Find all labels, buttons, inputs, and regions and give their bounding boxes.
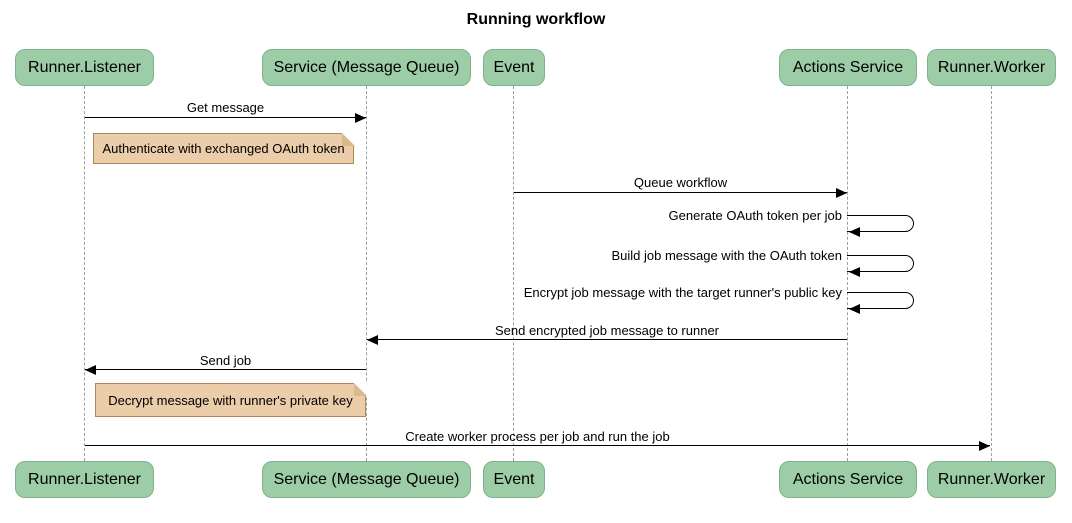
lifeline-runner-worker <box>991 86 992 461</box>
note-authenticate-label: Authenticate with exchanged OAuth token <box>102 141 345 156</box>
arrowhead-left-icon <box>849 267 860 277</box>
actor-bottom-service-message-queue: Service (Message Queue) <box>262 461 471 498</box>
arrowhead-right-icon <box>355 113 366 123</box>
actor-bottom-event: Event <box>483 461 545 498</box>
message-create-worker-line <box>85 445 990 446</box>
message-build-job-label: Build job message with the OAuth token <box>611 248 842 263</box>
note-authenticate: Authenticate with exchanged OAuth token <box>93 132 355 164</box>
message-create-worker-label: Create worker process per job and run th… <box>405 429 670 444</box>
message-generate-oauth-self-loop <box>847 215 914 232</box>
actor-top-actions-service: Actions Service <box>779 49 917 86</box>
message-send-encrypted-line <box>367 339 847 340</box>
message-get-message-label: Get message <box>186 100 265 115</box>
actor-bottom-actions-service: Actions Service <box>779 461 917 498</box>
lifeline-actions-service <box>847 86 848 461</box>
message-send-encrypted-label: Send encrypted job message to runner <box>494 323 720 338</box>
message-send-job-label: Send job <box>199 353 252 368</box>
message-send-job-line <box>85 369 366 370</box>
arrowhead-left-icon <box>849 227 860 237</box>
message-get-message-line <box>85 117 366 118</box>
arrowhead-left-icon <box>849 304 860 314</box>
actor-top-runner-worker: Runner.Worker <box>927 49 1056 86</box>
diagram-title: Running workflow <box>466 11 606 28</box>
arrowhead-right-icon <box>979 441 990 451</box>
message-queue-workflow-label: Queue workflow <box>633 175 728 190</box>
actor-top-event: Event <box>483 49 545 86</box>
lifeline-runner-listener <box>84 86 85 461</box>
actor-top-service-message-queue: Service (Message Queue) <box>262 49 471 86</box>
note-fold-corner-icon <box>353 382 367 396</box>
message-build-job-self-loop <box>847 255 914 272</box>
arrowhead-right-icon <box>836 188 847 198</box>
message-queue-workflow-line <box>514 192 847 193</box>
arrowhead-left-icon <box>367 335 378 345</box>
note-fold-corner-icon <box>341 132 355 146</box>
note-decrypt: Decrypt message with runner's private ke… <box>95 382 367 417</box>
arrowhead-left-icon <box>85 365 96 375</box>
actor-bottom-runner-worker: Runner.Worker <box>927 461 1056 498</box>
actor-bottom-runner-listener: Runner.Listener <box>15 461 154 498</box>
message-encrypt-job-label: Encrypt job message with the target runn… <box>523 285 842 300</box>
lifeline-service-message-queue <box>366 86 367 461</box>
note-decrypt-label: Decrypt message with runner's private ke… <box>108 392 353 408</box>
lifeline-event <box>513 86 514 461</box>
message-encrypt-job-self-loop <box>847 292 914 309</box>
message-generate-oauth-label: Generate OAuth token per job <box>668 208 842 223</box>
actor-top-runner-listener: Runner.Listener <box>15 49 154 86</box>
